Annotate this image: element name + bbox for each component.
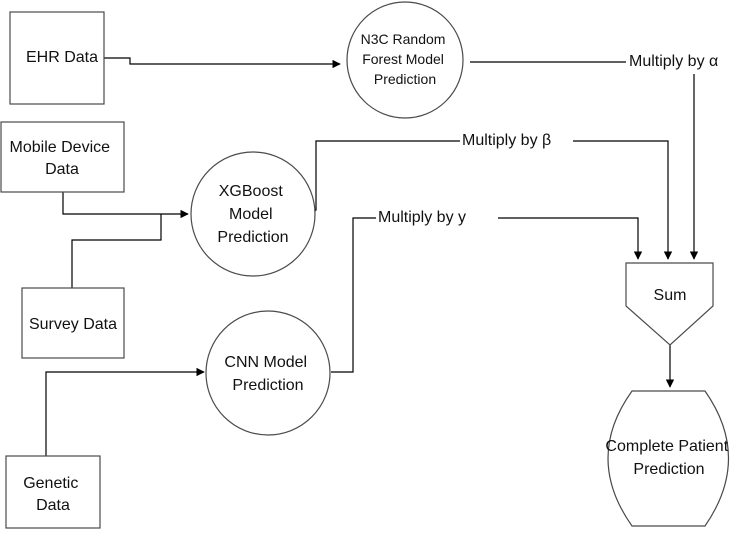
ehr-data-label: EHR Data — [26, 49, 98, 66]
edge-genetic-to-cnn — [45, 367, 205, 456]
cnn-model-label: CNN Model Prediction — [224, 354, 311, 394]
multiply-alpha-label: Multiply by α — [629, 53, 718, 70]
complete-patient-prediction-label: Complete Patient Prediction — [605, 438, 732, 478]
edge-mobile-to-xgboost — [62, 192, 189, 219]
complete-patient-prediction-node: Complete Patient Prediction — [605, 390, 732, 527]
cnn-model-node: CNN Model Prediction — [205, 310, 331, 436]
survey-data-node: Survey Data — [21, 287, 125, 359]
xgboost-model-node: XGBoost Model Prediction — [190, 151, 316, 277]
mobile-device-data-node: Mobile Device Data — [0, 121, 125, 193]
edge-beta-to-sum — [573, 140, 673, 260]
xgboost-model-label: XGBoost Model Prediction — [217, 183, 288, 246]
connectors — [45, 57, 699, 456]
edge-survey-to-xgboost — [71, 214, 162, 288]
edge-gamma-to-sum — [498, 217, 643, 260]
sum-label: Sum — [654, 287, 687, 304]
sum-node: Sum — [625, 262, 714, 346]
genetic-data-label: Genetic Data — [23, 475, 83, 514]
edge-xgboost-to-beta-label — [311, 140, 460, 215]
genetic-data-node: Genetic Data — [5, 455, 101, 529]
multiply-beta-label: Multiply by β — [462, 132, 551, 149]
edge-cnn-to-gamma-label — [331, 217, 376, 373]
mobile-device-data-label: Mobile Device Data — [10, 139, 115, 178]
survey-data-label: Survey Data — [29, 316, 117, 333]
ehr-data-node: EHR Data — [9, 11, 105, 105]
multiply-gamma-label: Multiply by y — [378, 209, 466, 226]
edge-ehr-to-n3c — [104, 57, 341, 69]
n3c-random-forest-node: N3C Random Forest Model Prediction — [346, 1, 464, 119]
n3c-random-forest-label: N3C Random Forest Model Prediction — [361, 31, 450, 87]
